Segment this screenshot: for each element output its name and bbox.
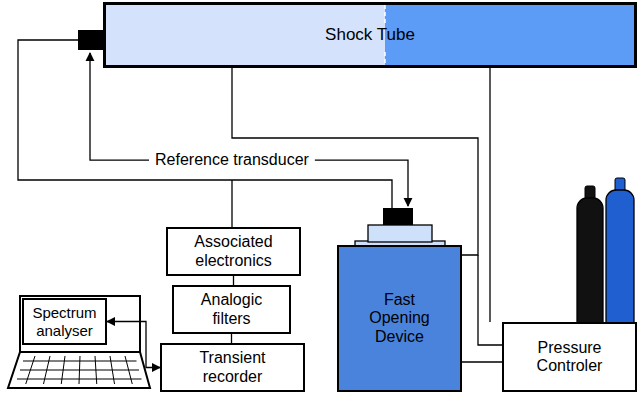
box-text: Transient recorder [168,349,297,386]
connector [231,334,232,343]
leader-line [315,160,408,206]
diaphragm-line [384,5,386,26]
device-box: Fast Opening Device [337,245,462,392]
process-box: Associated electronics [166,227,301,276]
key-column [26,356,35,384]
key-column [44,356,51,384]
key-column [110,356,115,384]
laptop-keyboard [8,352,150,388]
key-column [125,356,132,384]
laptop-screen [20,296,140,352]
signal-wire [231,180,232,227]
reference-transducer-symbol [383,208,413,225]
device-mount [368,225,432,242]
gas-cylinder [577,198,603,333]
key-column [79,356,80,384]
leader-line [90,53,149,160]
diaphragm-line [384,52,386,65]
tube-transducer [78,30,103,50]
key-column [95,356,97,384]
shock-tube: Shock Tube [103,2,637,68]
controller-box: Pressure Controler [502,322,637,392]
box-text: Fast Opening Device [360,291,440,346]
screen-box: Spectrum analyser [22,298,107,345]
box-text: Analogic filters [180,291,283,328]
part-label: Reference transducer [153,151,311,169]
box-text: Associated electronics [174,233,293,270]
box-text: Pressure Controler [522,339,617,376]
process-box: Transient recorder [160,343,305,392]
key-column [61,356,65,384]
connector [107,322,160,368]
connector [233,276,234,285]
gas-cylinder [606,190,634,333]
box-text: Shock Tube [325,25,415,45]
process-box: Analogic filters [172,285,291,334]
connector [462,361,502,362]
connector [489,68,490,322]
keyboard-grid [17,356,142,384]
box-text: Spectrum analyser [30,304,99,339]
